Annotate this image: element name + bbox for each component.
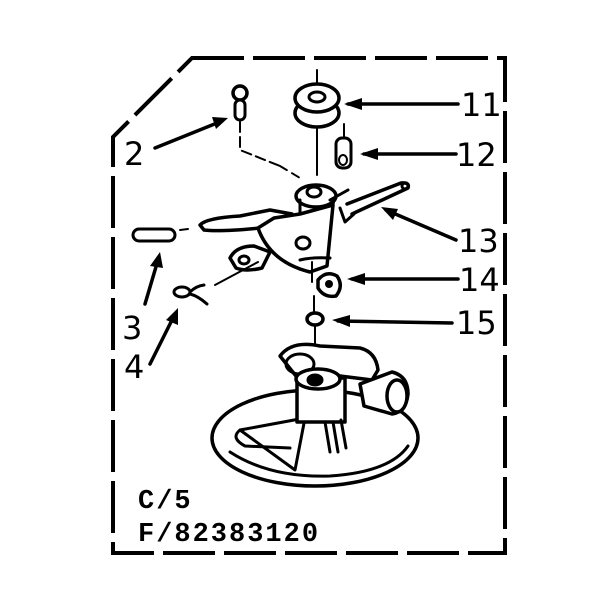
arrowhead-4	[166, 308, 178, 325]
screw-icon	[231, 84, 301, 179]
leader-line-13	[384, 208, 458, 242]
bushing-icon	[334, 123, 353, 170]
leader-line-2	[153, 119, 224, 150]
bracket-icon	[198, 183, 350, 299]
callout-13: 13	[458, 222, 499, 260]
clip-icon	[172, 283, 209, 306]
diagram-code-line-1: C/5	[138, 487, 193, 517]
callout-4: 4	[124, 348, 144, 386]
callout-14: 14	[459, 261, 500, 299]
pulley-icon	[293, 69, 341, 176]
callout-11: 11	[461, 86, 502, 124]
arrowhead-11	[344, 98, 362, 110]
callout-3: 3	[122, 309, 142, 347]
link-rod-icon	[338, 181, 411, 224]
arrowhead-3	[150, 252, 163, 268]
leader-line-15	[336, 319, 454, 325]
leader-line-4	[148, 314, 176, 366]
arrowhead-2	[212, 117, 228, 129]
base-housing-icon	[210, 342, 420, 488]
pin-icon	[131, 227, 189, 243]
callout-15: 15	[456, 304, 497, 342]
leader-line-3	[143, 258, 160, 306]
diagram-frame	[111, 56, 507, 555]
callout-2: 2	[124, 135, 144, 173]
arrowhead-13	[381, 207, 398, 220]
diagram-code-line-2: F/82383120	[138, 520, 320, 550]
arrowhead-14	[347, 273, 365, 285]
arrowhead-12	[360, 148, 378, 160]
callout-12: 12	[456, 136, 497, 174]
arrowhead-15	[332, 315, 350, 327]
